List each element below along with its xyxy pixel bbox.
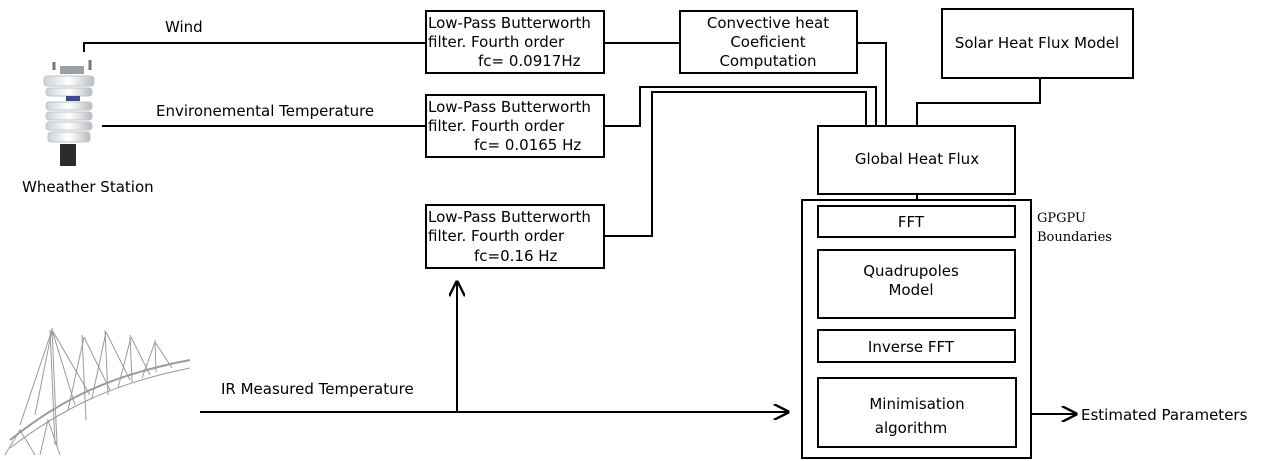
connectors <box>83 42 1076 414</box>
weather-station-label: Wheather Station <box>22 178 154 196</box>
solar-box: Solar Heat Flux Model <box>941 8 1134 79</box>
ifft-label: Inverse FFT <box>868 338 955 356</box>
convective-box: Convective heat Coeficient Computation <box>679 10 858 74</box>
env-temp-label: Environemental Temperature <box>156 102 374 120</box>
filter-3-line-1: Low-Pass Butterworth <box>428 208 591 226</box>
filter-2-line-2: filter. Fourth order <box>428 117 565 135</box>
solar-label: Solar Heat Flux Model <box>955 34 1119 52</box>
convective-line-2: Coeficient <box>730 33 805 51</box>
filter-box-2: Low-Pass Butterworth filter. Fourth orde… <box>425 94 605 158</box>
ir-temp-label: IR Measured Temperature <box>221 380 414 398</box>
quad-line-2: Model <box>888 281 933 299</box>
filter-box-3: Low-Pass Butterworth filter. Fourth orde… <box>425 204 605 269</box>
convective-line-1: Convective heat <box>707 14 829 32</box>
fft-box: FFT <box>817 205 1016 238</box>
gpgpu-label-2: Boundaries <box>1037 230 1112 245</box>
weather-station-icon <box>43 60 95 166</box>
convective-line-3: Computation <box>719 52 816 70</box>
filter-3-line-2: filter. Fourth order <box>428 227 565 245</box>
fft-label: FFT <box>898 213 925 231</box>
filter-3-line-3: fc=0.16 Hz <box>474 247 558 265</box>
minim-line-2: algorithm <box>875 419 947 437</box>
filter-1-line-1: Low-Pass Butterworth <box>428 14 591 32</box>
global-label: Global Heat Flux <box>855 150 979 168</box>
filter-2-line-1: Low-Pass Butterworth <box>428 98 591 116</box>
filter-1-line-2: filter. Fourth order <box>428 33 565 51</box>
quadrupoles-box: Quadrupoles Model <box>817 249 1016 319</box>
estimated-parameters-label: Estimated Parameters <box>1081 406 1248 424</box>
filter-2-line-3: fc= 0.0165 Hz <box>474 136 581 154</box>
minim-line-1: Minimisation <box>869 395 964 413</box>
global-heat-flux-box: Global Heat Flux <box>817 125 1016 195</box>
quad-line-1: Quadrupoles <box>863 262 959 280</box>
inverse-fft-box: Inverse FFT <box>817 329 1016 363</box>
filter-box-1: Low-Pass Butterworth filter. Fourth orde… <box>425 10 605 74</box>
filter-1-line-3: fc= 0.0917Hz <box>478 52 581 70</box>
bridge-sketch-icon <box>0 312 195 456</box>
minimisation-box: Minimisation algorithm <box>817 377 1017 448</box>
wind-label: Wind <box>165 18 203 36</box>
gpgpu-label-1: GPGPU <box>1037 211 1086 226</box>
